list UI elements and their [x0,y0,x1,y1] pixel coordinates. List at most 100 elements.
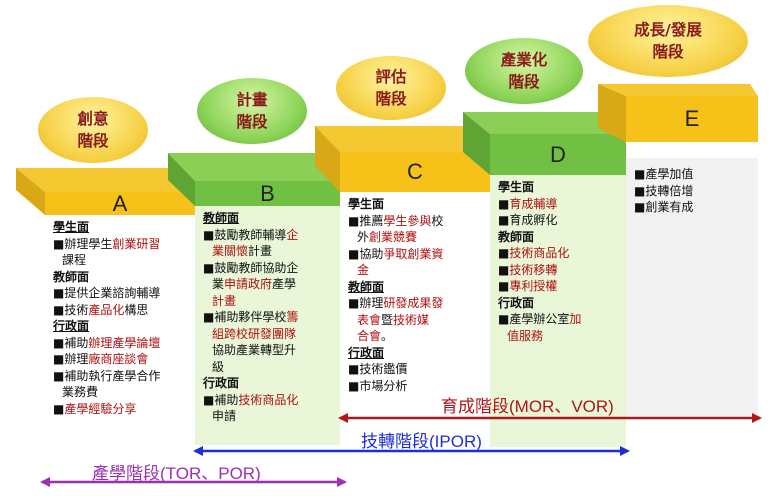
panel-highlight-text: 創業研習 [112,236,161,251]
panel-highlight-text: 金 [357,263,370,277]
panel-text: ■ [498,246,510,260]
stage-c-bubble: 評估 階段 [336,56,446,120]
panel-a-line: 課程 [53,252,189,269]
panel-b-line: ■補助技術商品化 [203,392,334,409]
panel-text: 計畫 [248,244,273,258]
panel-text: ■育成孵化 [498,213,558,227]
ipor-arrow-label: 技轉階段(IPOR) [361,432,482,451]
panel-d-line: 行政面 [498,295,620,312]
panel-text: 業務費 [62,385,99,399]
panel-text: 協助產業轉型升 [212,343,297,357]
panel-c-line: ■技術鑑價 [348,361,484,378]
panel-highlight-text: 加 [569,312,582,326]
panel-d-line: 值服務 [498,328,620,345]
stage-d-letter: D [550,141,566,167]
panel-d-line: 學生面 [498,179,620,196]
panel-b-line: 計畫 [203,293,334,310]
panel-text: ■鼓勵教師輔導 [203,227,287,242]
panel-b-line: 組跨校研發團隊 [203,326,334,343]
panel-highlight-text: 申請政府 [224,277,273,291]
panel-d-line: ■技術移轉 [498,262,620,279]
panel-a-line: ■補助執行產學合作 [53,368,189,385]
panel-text: ■提供企業諮詢輔導 [53,286,161,300]
panel-e-line: ■產學加值 [634,166,752,183]
panel-text: 教師面 [498,229,535,244]
stage-d-bubble-line1: 產業化 [500,51,548,69]
panel-highlight-text: 值服務 [507,328,544,343]
panel-text: 行政面 [348,345,385,360]
panel-highlight-text: 技術商品化 [509,246,570,260]
panel-text: 學生面 [53,220,90,234]
stage-c-letter: C [407,159,423,184]
panel-a-line: ■辦理學生創業研習 [53,236,189,253]
panel-c-line: 金 [348,262,484,279]
stage-c-bubble-line2: 階段 [375,90,407,108]
stage-a-bubble-line1: 創意 [77,110,109,128]
panel-text: 。 [381,329,394,343]
panel-highlight-text: 專利授權 [509,279,558,293]
panel-a-line: 學生面 [53,219,189,236]
panel-text: 業 [212,277,225,291]
panel-b-line: 級 [203,359,334,376]
panel-highlight-text: 技術媒 [393,312,430,327]
panel-highlight-text: 合會 [357,329,382,343]
panel-text: ■補助執行產學合作 [53,368,161,383]
stage-e-bubble: 成長/發展 階段 [588,5,748,77]
stage-e-bubble-line1: 成長/發展 [634,21,702,39]
panel-c-line: 學生面 [348,196,484,213]
stage-d-panel: 學生面■育成輔導■育成孵化教師面■技術商品化■技術移轉■專利授權行政面■產學辦公… [490,175,626,447]
mor-arrow-label: 育成階段(MOR、VOR) [441,397,614,416]
panel-b-line: ■鼓勵教師協助企 [203,260,334,277]
panel-text: 暨 [381,312,394,327]
panel-text: ■補助 [53,335,89,350]
panel-d-line: 教師面 [498,229,620,246]
panel-highlight-text: 業關懷 [212,244,249,258]
panel-text: ■市場分析 [348,378,408,393]
panel-text: ■創業有成 [634,200,694,214]
panel-b-line: 業申請政府產學 [203,276,334,293]
panel-c-line: ■推薦學生參與校 [348,213,484,230]
tor-arrow-label: 產學階段(TOR、POR) [92,464,261,483]
panel-c-line: ■市場分析 [348,378,484,395]
panel-text: 產學 [272,277,297,291]
panel-d-line: ■育成輔導 [498,196,620,213]
panel-b-line: 協助產業轉型升 [203,342,334,359]
panel-c-line: ■協助爭取創業資 [348,246,484,263]
panel-a-line: 行政面 [53,318,189,335]
panel-text: 課程 [62,253,87,267]
panel-d-line: ■專利授權 [498,278,620,295]
panel-text: ■ [498,262,510,277]
panel-text: ■ [53,401,65,416]
panel-e-line: ■技轉倍增 [634,183,752,200]
panel-b-line: ■補助夥伴學校籌 [203,309,334,326]
stage-b-bubble: 計畫 階段 [197,78,307,144]
panel-text: ■辦理 [53,352,89,366]
panel-text: ■產學加值 [634,167,694,181]
panel-highlight-text: 技術移轉 [509,262,558,277]
panel-text: 行政面 [498,295,535,310]
stage-d-bubble-line2: 階段 [508,73,540,91]
panel-highlight-text: 產品化 [88,302,125,317]
panel-c-line: 表會暨技術媒 [348,312,484,329]
stage-a-bubble: 創意 階段 [38,97,148,163]
panel-highlight-text: 產學經驗分享 [64,401,137,416]
panel-b-line: ■鼓勵教師輔導企 [203,227,334,244]
panel-highlight-text: 籌 [286,310,299,324]
panel-d-line: ■育成孵化 [498,212,620,229]
panel-highlight-text: 研發成果發 [383,296,444,310]
panel-text: ■補助 [203,392,239,407]
stage-e-bubble-line2: 階段 [652,43,684,61]
panel-text: ■協助 [348,246,384,261]
panel-text: 教師面 [53,269,90,284]
stage-e-panel: ■產學加值 ■技轉倍增■創業有成 [626,158,758,416]
stage-a-panel: 學生面■辦理學生創業研習課程教師面■提供企業諮詢輔導■技術產品化構思行政面■補助… [45,215,195,445]
panel-c-line: 外創業競賽 [348,229,484,246]
panel-a-line: ■補助辦理產學論壇 [53,335,189,352]
panel-highlight-text: 學生參與 [383,213,432,228]
panel-highlight-text: 企 [286,227,299,242]
panel-highlight-text: 組跨校研發團隊 [212,326,297,341]
panel-c-line: 行政面 [348,345,484,362]
panel-text: 申請 [212,409,237,423]
panel-text: 教師面 [203,211,240,225]
stage-b-panel: 教師面■鼓勵教師輔導企業關懷計畫■鼓勵教師協助企業申請政府產學計畫■補助夥伴學校… [195,206,340,445]
